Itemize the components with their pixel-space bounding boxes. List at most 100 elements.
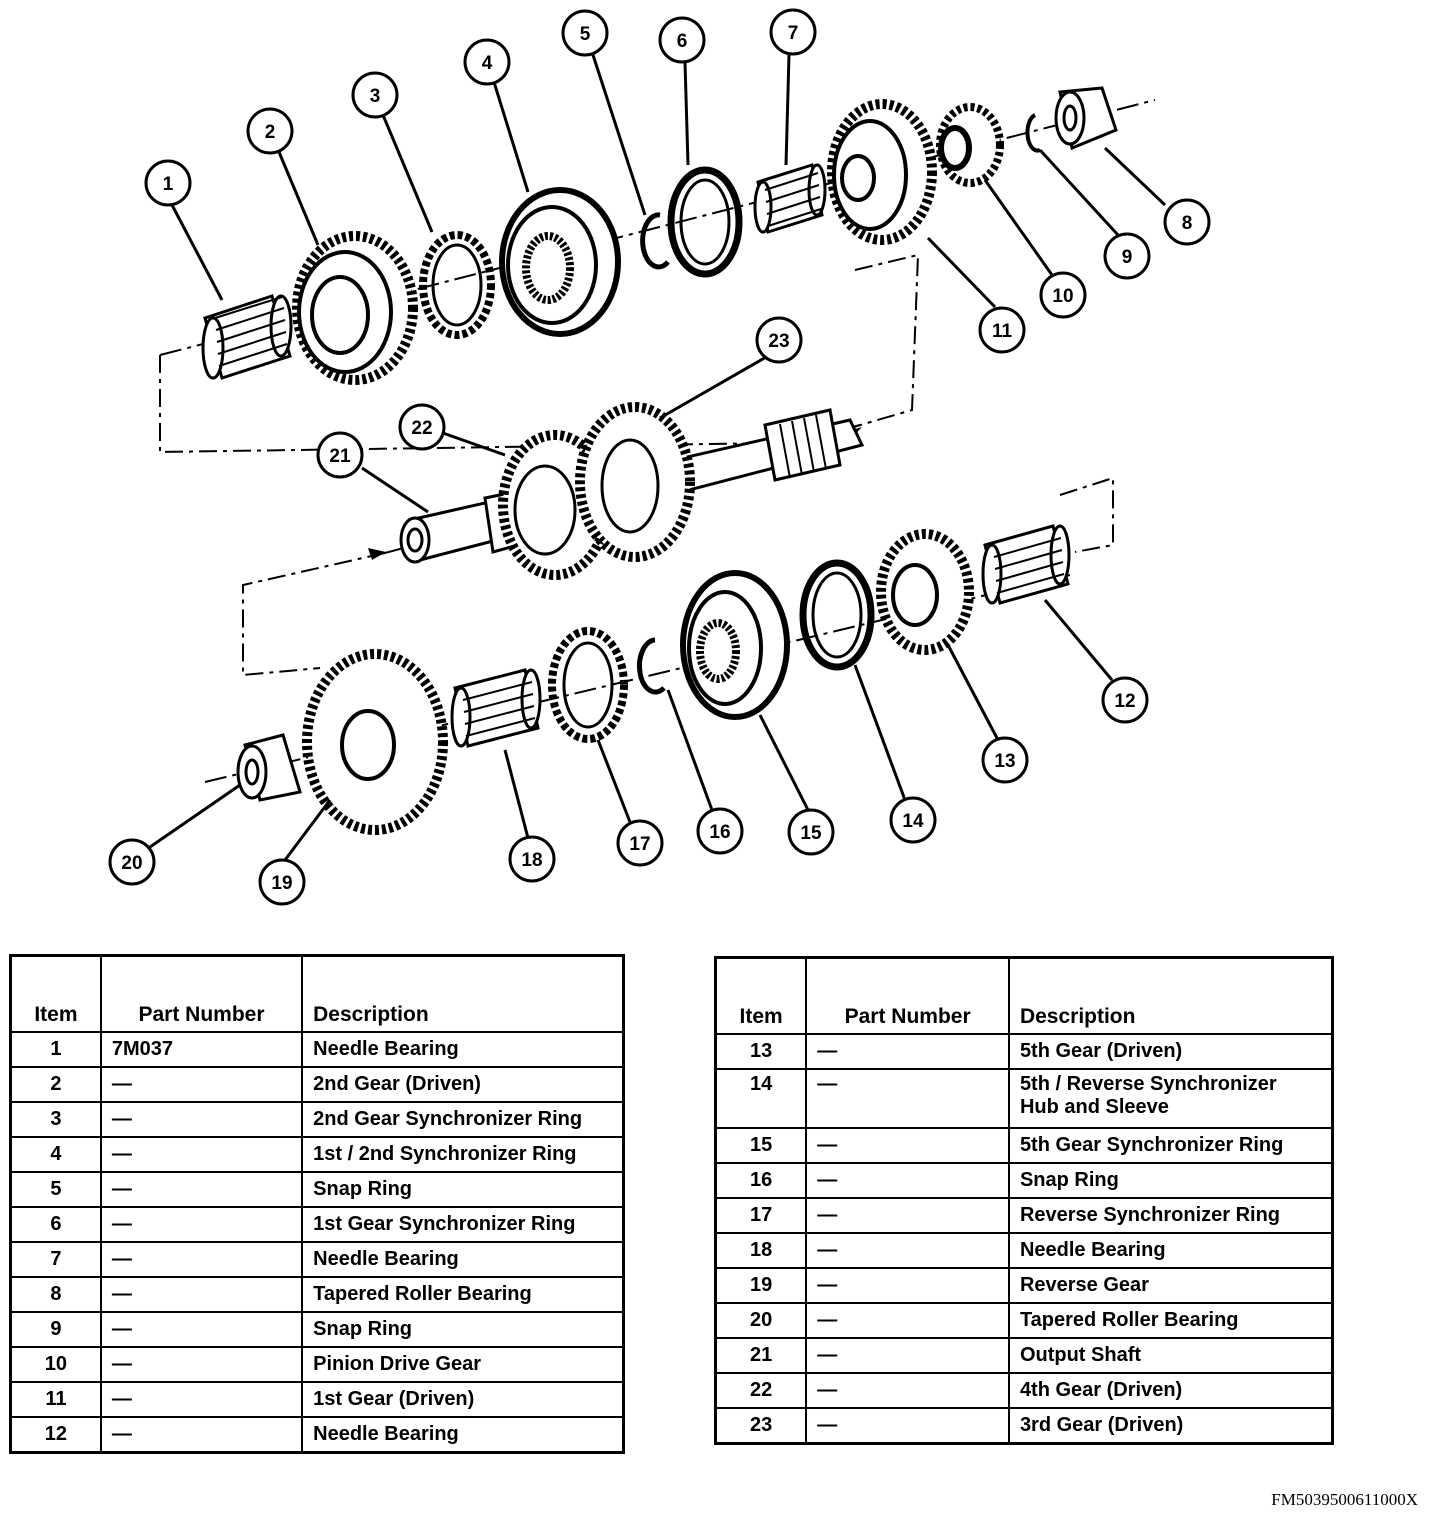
cell-item: 9 xyxy=(9,1311,102,1348)
svg-text:8: 8 xyxy=(1182,213,1193,234)
cell-part-number: — xyxy=(805,1033,1010,1070)
table-row: 3—2nd Gear Synchronizer Ring xyxy=(9,1101,625,1138)
table-row: 14—5th / Reverse Synchronizer Hub and Sl… xyxy=(714,1068,1334,1129)
cell-description: Needle Bearing xyxy=(1007,1232,1334,1269)
callout-10: 10 xyxy=(1039,271,1087,319)
cell-part-number: — xyxy=(99,1416,304,1454)
cell-description: 1st Gear Synchronizer Ring xyxy=(301,1206,625,1243)
callout-19: 19 xyxy=(258,858,306,906)
cell-part-number: — xyxy=(805,1127,1010,1164)
cell-item: 8 xyxy=(9,1276,102,1313)
cell-description: 2nd Gear (Driven) xyxy=(301,1066,625,1103)
cell-part-number: — xyxy=(99,1066,304,1103)
cell-description: 5th Gear (Driven) xyxy=(1007,1033,1334,1070)
svg-text:7: 7 xyxy=(788,23,799,44)
part-5th-gear-driven xyxy=(876,529,974,655)
part-1st-2nd-synchronizer xyxy=(499,187,621,337)
callout-15: 15 xyxy=(787,808,835,856)
part-reverse-synchronizer-ring xyxy=(548,627,628,743)
cell-item: 10 xyxy=(9,1346,102,1383)
cell-item: 19 xyxy=(714,1267,808,1304)
table-row: 7—Needle Bearing xyxy=(9,1241,625,1278)
table-row: 4—1st / 2nd Synchronizer Ring xyxy=(9,1136,625,1173)
leader-lines xyxy=(149,54,1167,861)
cell-part-number: — xyxy=(805,1197,1010,1234)
svg-text:3: 3 xyxy=(370,86,381,107)
cell-item: 17 xyxy=(714,1197,808,1234)
table-row: 15—5th Gear Synchronizer Ring xyxy=(714,1127,1334,1164)
parts-table-right: Item Part Number Description 13—5th Gear… xyxy=(714,956,1334,1445)
part-pinion-drive-gear xyxy=(936,103,1004,187)
callout-3: 3 xyxy=(351,71,399,119)
part-3rd-gear-driven xyxy=(575,402,695,562)
cell-part-number: — xyxy=(99,1346,304,1383)
svg-text:6: 6 xyxy=(677,31,688,52)
svg-text:17: 17 xyxy=(629,834,650,855)
table-header-row: Item Part Number Description xyxy=(9,954,625,1033)
part-1st-gear-driven xyxy=(827,99,937,245)
cell-description: Reverse Synchronizer Ring xyxy=(1007,1197,1334,1234)
cell-item: 13 xyxy=(714,1033,808,1070)
table-row: 20—Tapered Roller Bearing xyxy=(714,1302,1334,1339)
cell-description: Output Shaft xyxy=(1007,1337,1334,1374)
cell-part-number: — xyxy=(99,1171,304,1208)
cell-description: Tapered Roller Bearing xyxy=(301,1276,625,1313)
cell-item: 20 xyxy=(714,1302,808,1339)
callout-4: 4 xyxy=(463,38,511,86)
callout-23: 23 xyxy=(755,316,803,364)
callout-20: 20 xyxy=(108,838,156,886)
cell-item: 15 xyxy=(714,1127,808,1164)
exploded-view-diagram: 1 2 3 4 5 6 7 8 9 10 11 12 13 14 15 16 1… xyxy=(108,8,1211,906)
column-header-description: Description xyxy=(1007,956,1334,1035)
cell-item: 22 xyxy=(714,1372,808,1409)
part-reverse-gear xyxy=(302,649,448,835)
cell-item: 3 xyxy=(9,1101,102,1138)
cell-description: 2nd Gear Synchronizer Ring xyxy=(301,1101,625,1138)
cell-part-number: — xyxy=(99,1101,304,1138)
svg-text:12: 12 xyxy=(1114,691,1135,712)
cell-description: 4th Gear (Driven) xyxy=(1007,1372,1334,1409)
svg-text:23: 23 xyxy=(768,331,789,352)
cell-item: 21 xyxy=(714,1337,808,1374)
cell-part-number: — xyxy=(99,1276,304,1313)
callout-7: 7 xyxy=(769,8,817,56)
callout-1: 1 xyxy=(144,159,192,207)
column-header-part-number: Part Number xyxy=(99,954,304,1033)
table-row: 11—1st Gear (Driven) xyxy=(9,1381,625,1418)
svg-text:14: 14 xyxy=(902,811,924,832)
part-5th-gear-synchronizer-ring xyxy=(680,570,790,720)
callout-12: 12 xyxy=(1101,676,1149,724)
table-row: 19—Reverse Gear xyxy=(714,1267,1334,1304)
part-needle-bearing-1 xyxy=(201,294,293,380)
column-header-description: Description xyxy=(301,954,625,1033)
svg-text:18: 18 xyxy=(521,850,542,871)
cell-part-number: — xyxy=(805,1068,1010,1129)
svg-text:15: 15 xyxy=(800,823,822,844)
svg-text:13: 13 xyxy=(994,751,1015,772)
callout-8: 8 xyxy=(1163,198,1211,246)
table-row: 18—Needle Bearing xyxy=(714,1232,1334,1269)
cell-part-number: — xyxy=(99,1136,304,1173)
cell-part-number: — xyxy=(805,1162,1010,1199)
part-2nd-gear-synchronizer-ring xyxy=(419,231,495,339)
cell-description: Snap Ring xyxy=(1007,1162,1334,1199)
cell-part-number: — xyxy=(805,1337,1010,1374)
part-2nd-gear-driven xyxy=(292,231,418,385)
cell-description: Pinion Drive Gear xyxy=(301,1346,625,1383)
cell-item: 11 xyxy=(9,1381,102,1418)
cell-part-number: — xyxy=(99,1241,304,1278)
cell-part-number: 7M037 xyxy=(99,1031,304,1068)
table-row: 13—5th Gear (Driven) xyxy=(714,1033,1334,1070)
cell-description: Needle Bearing xyxy=(301,1031,625,1068)
part-tapered-roller-bearing-20 xyxy=(236,733,302,802)
svg-text:5: 5 xyxy=(580,24,591,45)
part-needle-bearing-7 xyxy=(753,163,827,234)
svg-text:4: 4 xyxy=(482,53,493,74)
table-row: 16—Snap Ring xyxy=(714,1162,1334,1199)
callout-2: 2 xyxy=(246,107,294,155)
cell-description: Tapered Roller Bearing xyxy=(1007,1302,1334,1339)
cell-description: Needle Bearing xyxy=(301,1416,625,1454)
callout-13: 13 xyxy=(981,736,1029,784)
cell-item: 1 xyxy=(9,1031,102,1068)
